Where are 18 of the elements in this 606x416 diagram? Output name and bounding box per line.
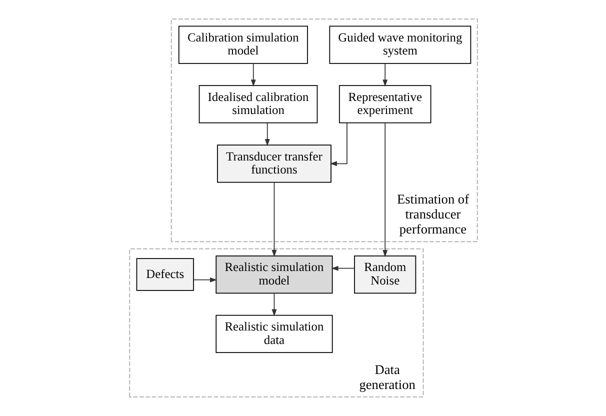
arrow bbox=[330, 266, 354, 271]
arrow bbox=[329, 122, 347, 166]
arrow bbox=[250, 63, 256, 87]
arrow bbox=[271, 292, 276, 316]
arrow bbox=[382, 122, 388, 258]
node-box: Calibration simulation model bbox=[178, 26, 308, 64]
arrow bbox=[382, 63, 388, 87]
node-box: Representative experiment bbox=[338, 85, 431, 124]
node-box: Transducer transfer functions bbox=[216, 144, 331, 183]
node-box: Realistic simulation data bbox=[215, 314, 332, 354]
node-box: Idealised calibration simulation bbox=[198, 85, 318, 124]
arrow bbox=[271, 182, 276, 257]
arrow bbox=[192, 277, 217, 282]
node-box: Guided wave monitoring system bbox=[328, 26, 471, 64]
node-box: Realistic simulation model bbox=[215, 255, 332, 294]
node-box: Random Noise bbox=[354, 255, 416, 294]
node-box: Defects bbox=[136, 258, 194, 291]
arrow bbox=[264, 122, 270, 146]
